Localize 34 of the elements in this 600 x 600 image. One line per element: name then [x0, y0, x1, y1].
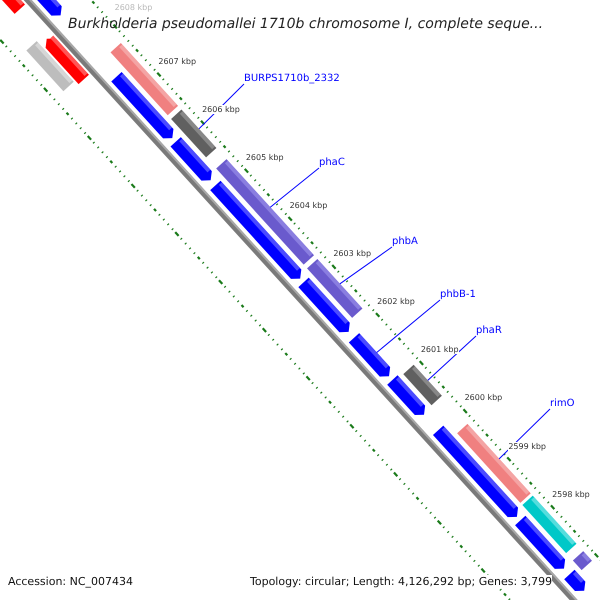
- gene-bar: [572, 551, 592, 570]
- gene-pentagon: [170, 137, 212, 181]
- scale-label: 2607 kbp: [158, 56, 196, 66]
- gene-pentagon: [515, 516, 566, 569]
- scale-label: 2602 kbp: [377, 297, 415, 306]
- scale-label: 2605 kbp: [246, 152, 284, 162]
- footer-text: Accession: NC_007434: [8, 575, 134, 588]
- gene-pentagon: [564, 570, 586, 592]
- leader-line: [427, 336, 476, 381]
- title: Burkholderia pseudomallei 1710b chromosome I, complete seque...: [68, 16, 544, 32]
- scale-label: 2601 kbp: [420, 345, 459, 354]
- gene-pentagon: [387, 375, 426, 416]
- scale-label: 2606 kbp: [202, 104, 240, 114]
- gene-pentagon: [298, 278, 350, 332]
- gene-name: phbA: [392, 236, 418, 247]
- gene-name: phaC: [319, 157, 345, 168]
- gene-pentagon: [111, 72, 174, 138]
- scale-label: 2599 kbp: [508, 442, 546, 451]
- gene-name: phaR: [476, 325, 502, 336]
- leader-line: [376, 300, 440, 353]
- gene-name: rimO: [550, 398, 575, 409]
- scale-label: 2604 kbp: [290, 201, 328, 210]
- gene-pentagon: [0, 0, 25, 14]
- gene-name: phbB-1: [440, 289, 476, 300]
- leader-line: [339, 246, 392, 284]
- gene-pentagon: [348, 333, 390, 377]
- leader-line: [498, 408, 550, 460]
- gene-name: BURPS1710b_2332: [244, 73, 340, 84]
- footer-text: Topology: circular; Length: 4,126,292 bp; Genes: 3,799: [250, 575, 552, 588]
- scale-label: 2600 kbp: [464, 393, 502, 402]
- scale-label: 2598 kbp: [552, 490, 590, 499]
- scale-label: 2603 kbp: [333, 249, 372, 258]
- scale-label: 2608 kbp: [114, 2, 152, 12]
- gene-bar: [26, 41, 74, 92]
